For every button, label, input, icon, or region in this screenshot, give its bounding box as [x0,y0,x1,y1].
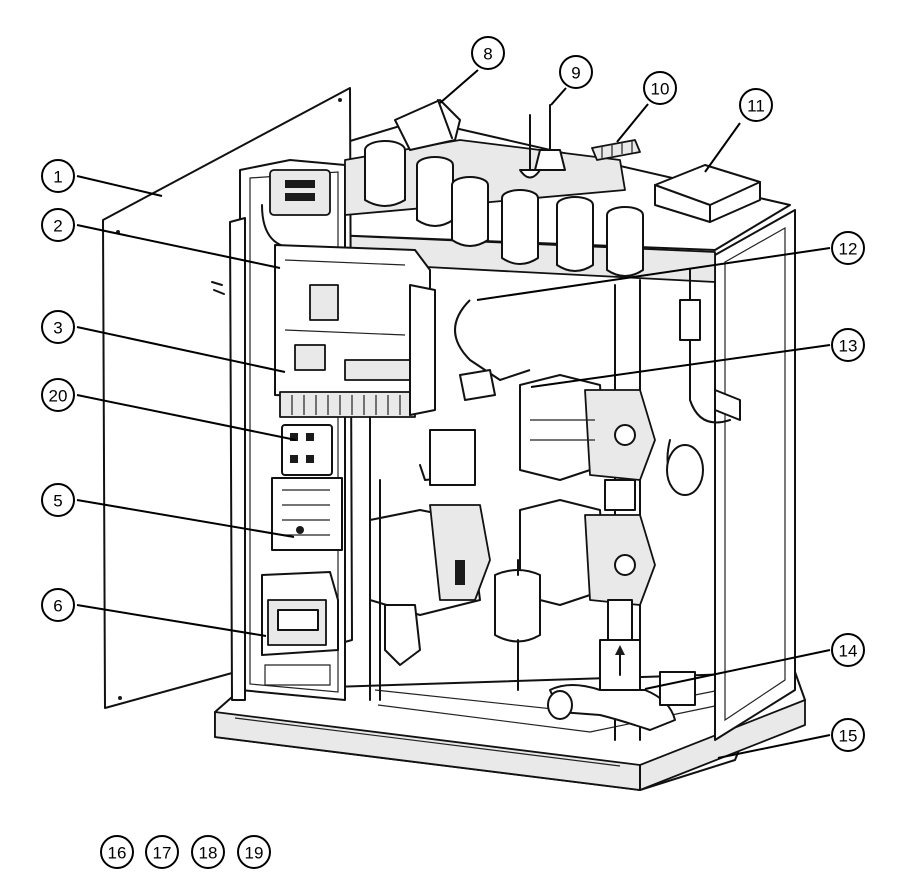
callout-18: 18 [191,835,225,869]
callout-8: 8 [471,36,505,70]
connector-strip [591,139,641,161]
svg-text:16: 16 [108,844,127,863]
control-box [654,164,761,223]
right-side-panel [714,209,796,741]
callout-9: 9 [559,55,593,89]
svg-text:10: 10 [651,80,670,99]
leader-lines [76,69,831,759]
callout-20: 20 [41,378,75,412]
svg-text:17: 17 [153,844,172,863]
callout-3: 3 [41,310,75,344]
callout-19: 19 [237,835,271,869]
callout-12: 12 [831,231,865,265]
electrical-cabinet [229,159,436,701]
svg-text:3: 3 [53,319,62,338]
svg-text:1: 1 [53,168,62,187]
svg-text:20: 20 [49,387,68,406]
svg-text:12: 12 [839,240,858,259]
top-manifold [344,99,644,277]
callout-15: 15 [831,718,865,752]
callout-17: 17 [145,835,179,869]
svg-text:2: 2 [53,217,62,236]
callout-16: 16 [100,835,134,869]
svg-text:19: 19 [245,844,264,863]
callout-1: 1 [41,159,75,193]
svg-text:11: 11 [747,97,765,116]
svg-text:15: 15 [839,727,858,746]
svg-text:13: 13 [839,337,858,356]
callout-6: 6 [41,588,75,622]
sensor-probe [519,104,566,179]
callout-14: 14 [831,633,865,667]
callouts: 1 2 3 20 5 6 8 9 10 11 12 [41,36,865,869]
svg-text:18: 18 [199,844,218,863]
callout-13: 13 [831,328,865,362]
svg-text:6: 6 [53,597,62,616]
hydraulic-pipework [369,269,741,731]
svg-text:5: 5 [53,492,62,511]
svg-text:9: 9 [571,64,580,83]
callout-5: 5 [41,483,75,517]
callout-2: 2 [41,208,75,242]
callout-10: 10 [643,71,677,105]
callout-11: 11 [739,88,773,122]
svg-text:14: 14 [839,642,858,661]
svg-text:8: 8 [483,45,492,64]
